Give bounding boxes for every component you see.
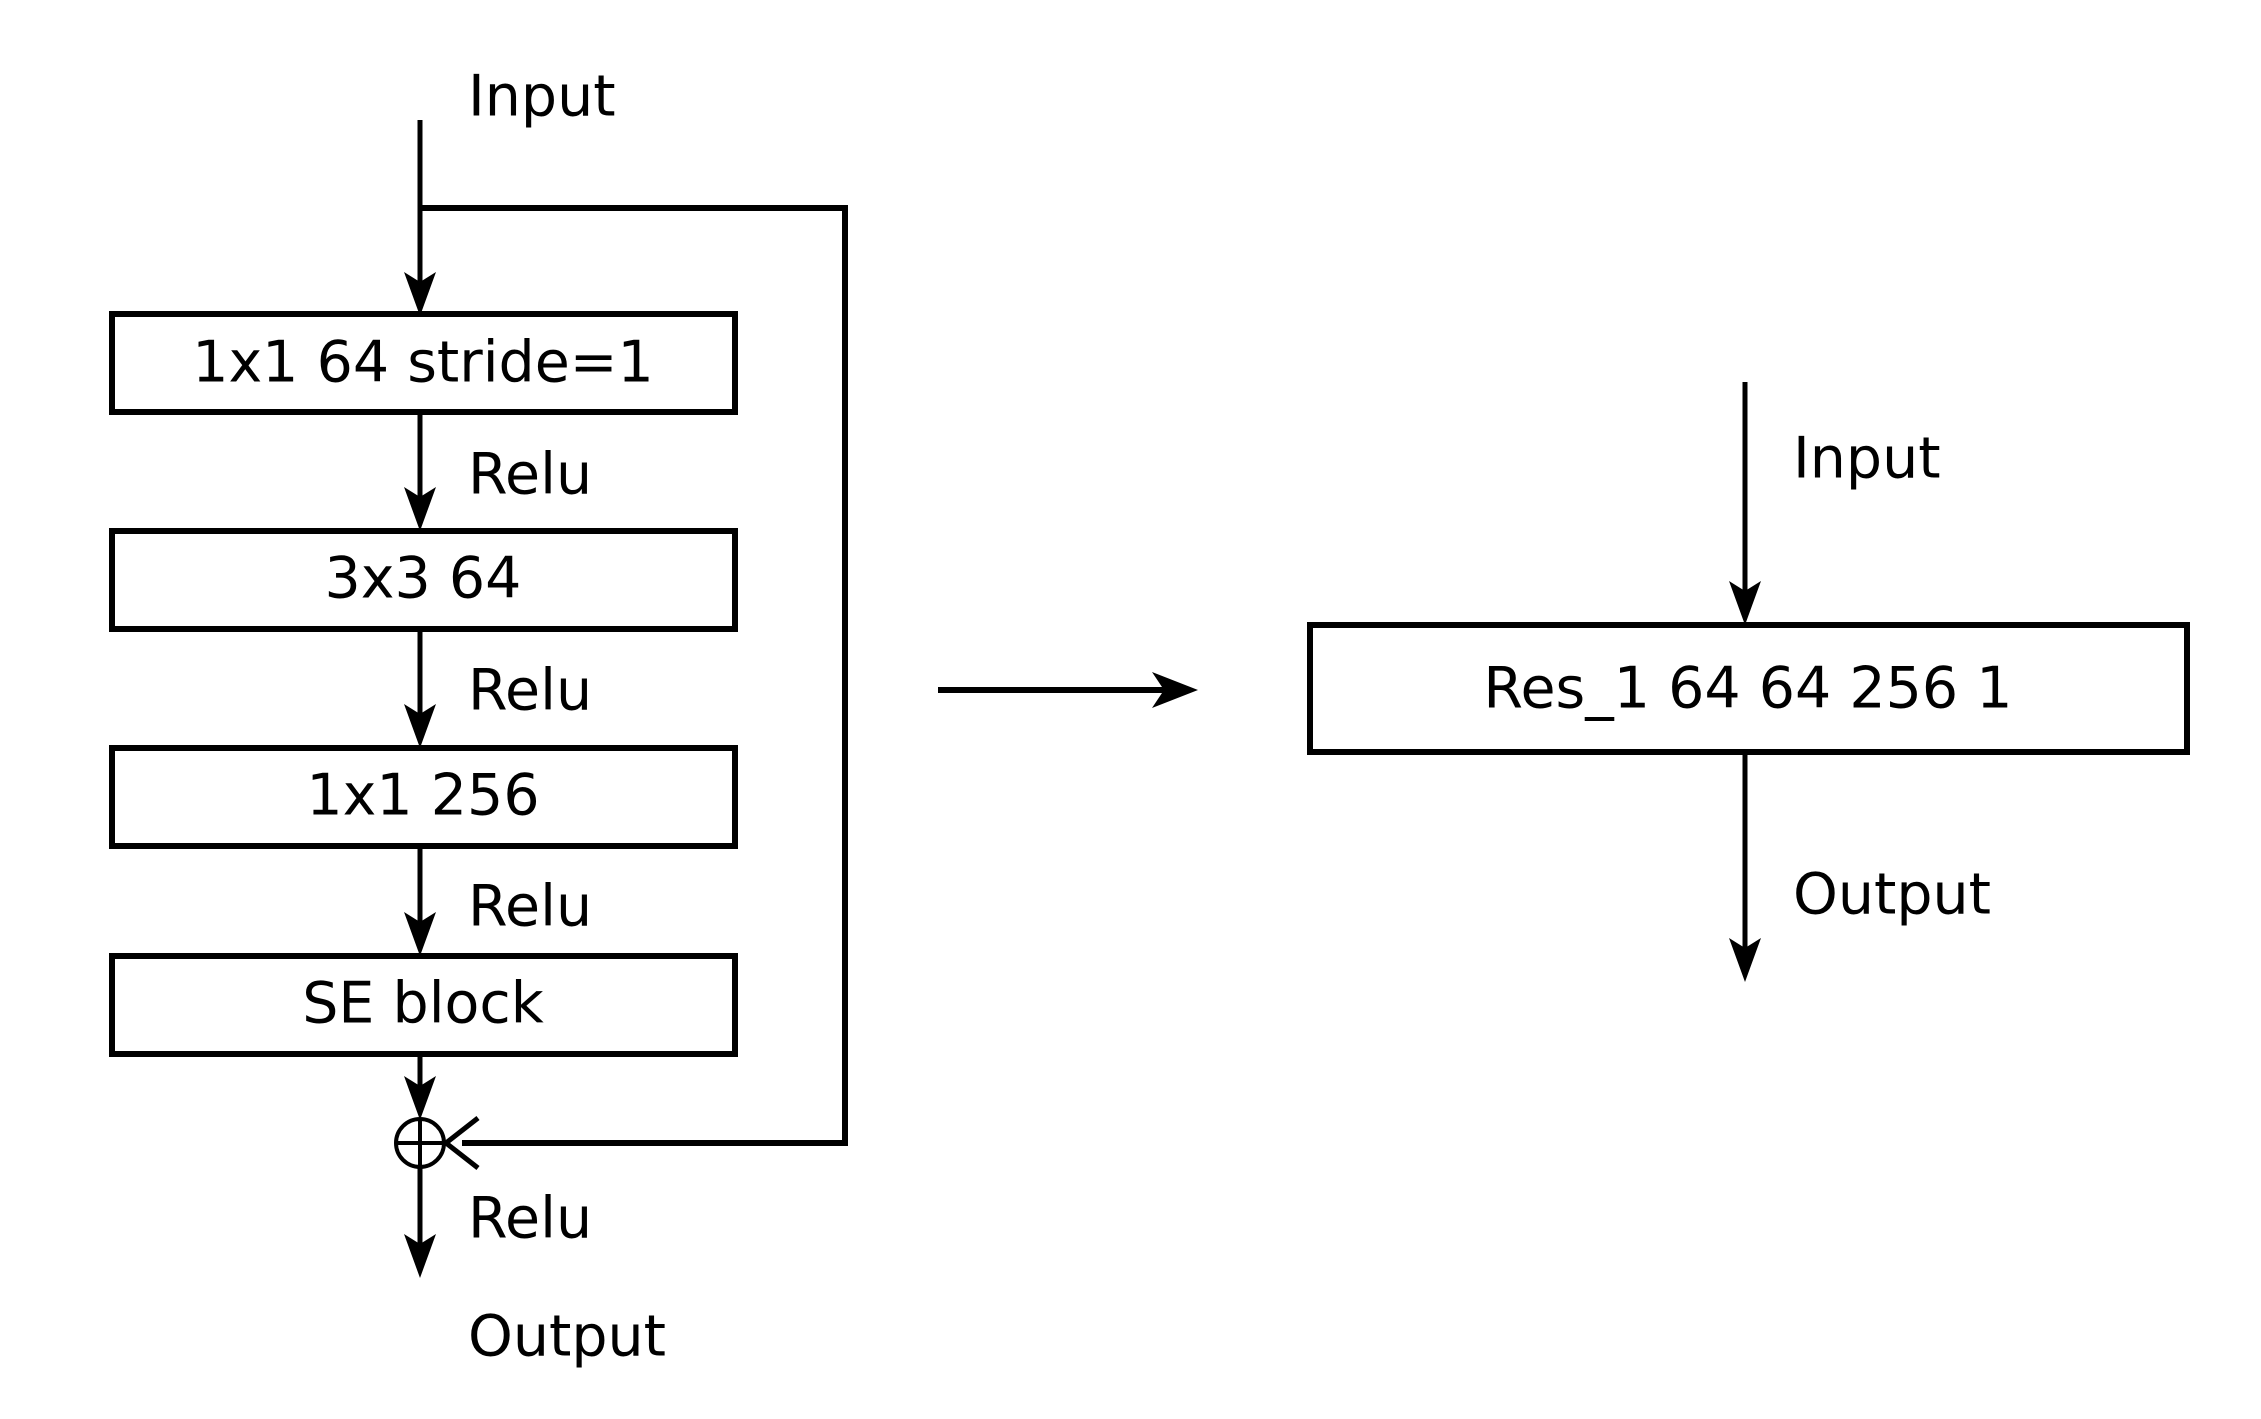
right-output-label: Output xyxy=(1793,862,1991,928)
left-input-label: Input xyxy=(468,64,616,130)
relu-label-3: Relu xyxy=(468,874,592,940)
block-se: SE block xyxy=(109,953,738,1057)
relu-label-2: Relu xyxy=(468,658,592,724)
block-conv3: 1x1 256 xyxy=(109,745,738,849)
block-conv2-label: 3x3 64 xyxy=(325,546,522,612)
block-conv2: 3x3 64 xyxy=(109,528,738,632)
edge-se-add xyxy=(404,1054,436,1120)
right-input-arrow xyxy=(1729,382,1761,625)
relu-label-4: Relu xyxy=(468,1186,592,1252)
right-input-label: Input xyxy=(1793,426,1941,492)
transform-arrow-icon xyxy=(938,672,1198,708)
block-conv1-label: 1x1 64 stride=1 xyxy=(192,330,654,396)
addition-node-icon xyxy=(394,1117,446,1169)
relu-label-1: Relu xyxy=(468,442,592,508)
edge-conv3-se xyxy=(404,846,436,956)
edge-conv1-conv2 xyxy=(404,412,436,531)
block-conv1: 1x1 64 stride=1 xyxy=(109,311,738,415)
left-output-label: Output xyxy=(468,1304,666,1370)
right-output-arrow xyxy=(1729,752,1761,982)
left-input-arrow xyxy=(404,120,436,316)
block-res1-label: Res_1 64 64 256 1 xyxy=(1483,656,2012,722)
edge-conv2-conv3 xyxy=(404,629,436,748)
block-conv3-label: 1x1 256 xyxy=(306,763,539,829)
block-se-label: SE block xyxy=(302,971,544,1037)
edge-add-output xyxy=(404,1167,436,1278)
block-res1: Res_1 64 64 256 1 xyxy=(1307,622,2190,755)
